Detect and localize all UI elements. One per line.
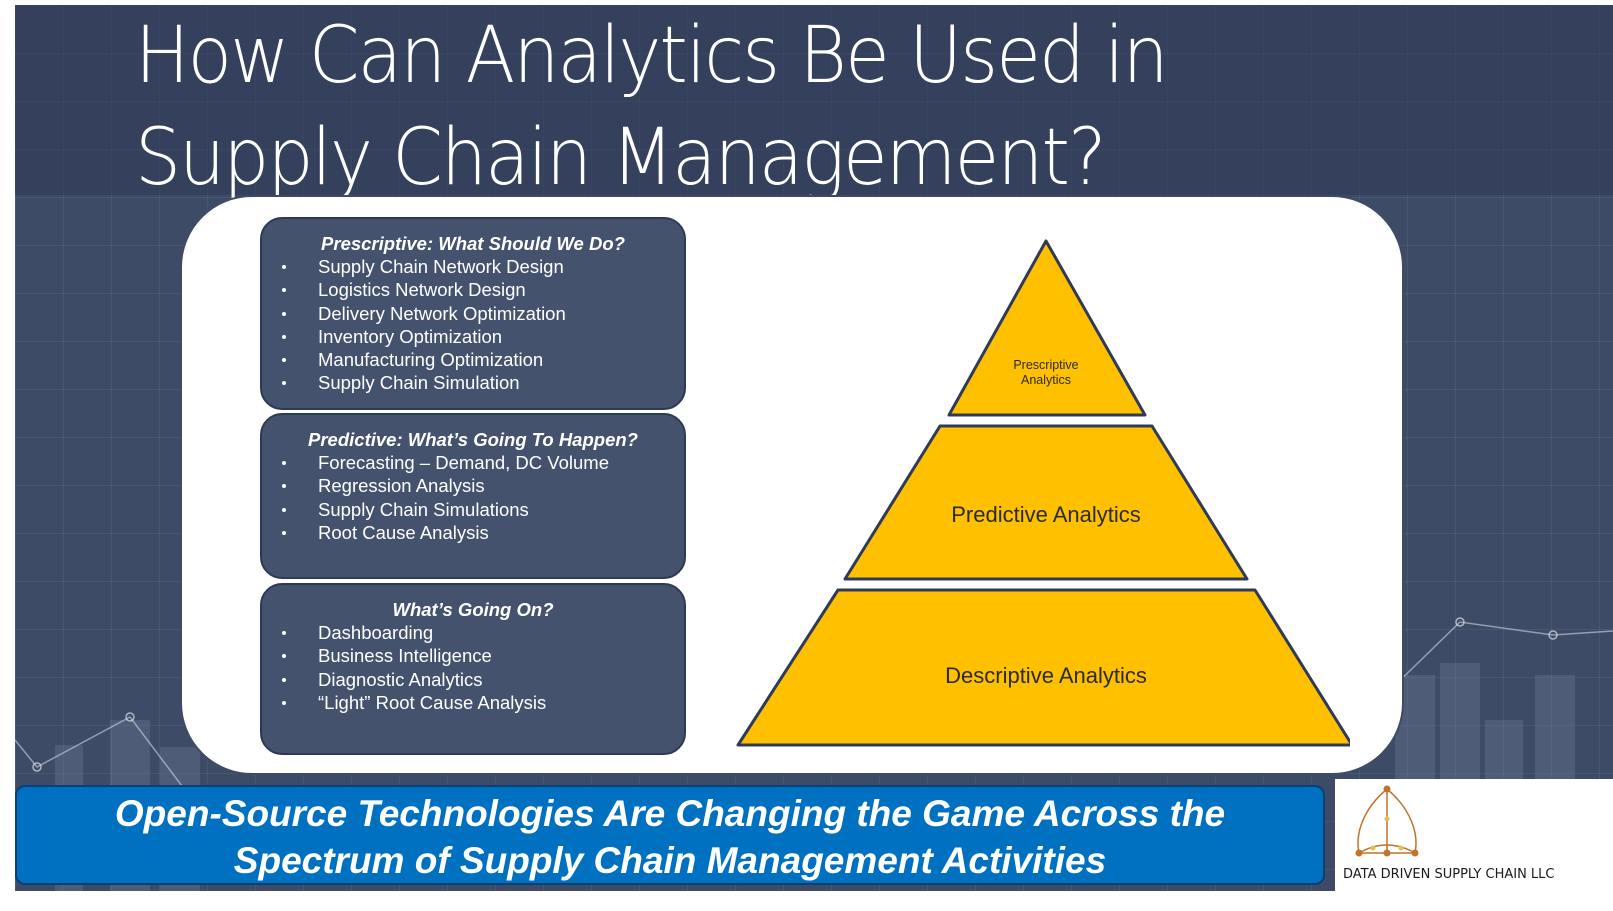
bullet-icon	[282, 358, 286, 363]
prescriptive-list: Supply Chain Network Design Logistics Ne…	[262, 255, 684, 395]
list-item: “Light” Root Cause Analysis	[262, 691, 684, 714]
pyramid-tier-predictive	[843, 424, 1249, 581]
list-item: Logistics Network Design	[262, 278, 684, 301]
list-item: Supply Chain Simulation	[262, 371, 684, 394]
list-item-label: Business Intelligence	[318, 645, 492, 667]
prescriptive-box: Prescriptive: What Should We Do? Supply …	[260, 217, 686, 410]
list-item-label: Manufacturing Optimization	[318, 349, 544, 371]
logo-text: DATA DRIVEN SUPPLY CHAIN LLC	[1343, 867, 1555, 882]
bullet-icon	[282, 311, 286, 316]
list-item-label: “Light” Root Cause Analysis	[318, 691, 547, 713]
list-item: Manufacturing Optimization	[262, 348, 684, 371]
prescriptive-heading: Prescriptive: What Should We Do?	[321, 233, 625, 254]
bullet-icon	[282, 461, 286, 465]
pyramid-tier-prescriptive	[947, 239, 1147, 417]
banner-line-1: Open-Source Technologies Are Changing th…	[114, 793, 1226, 834]
bottom-banner: Open-Source Technologies Are Changing th…	[15, 785, 1325, 885]
list-item: Root Cause Analysis	[262, 521, 684, 544]
list-item-label: Diagnostic Analytics	[318, 668, 483, 690]
list-item-label: Forecasting – Demand, DC Volume	[318, 452, 609, 473]
bullet-icon	[282, 334, 286, 339]
predictive-heading: Predictive: What’s Going To Happen?	[308, 429, 638, 450]
bullet-icon	[282, 700, 286, 705]
bullet-icon	[282, 631, 286, 635]
list-item-label: Delivery Network Optimization	[318, 302, 566, 324]
predictive-box: Predictive: What’s Going To Happen? Fore…	[260, 413, 686, 579]
list-item: Delivery Network Optimization	[262, 302, 684, 325]
list-item-label: Dashboarding	[318, 622, 434, 643]
descriptive-heading: What’s Going On?	[392, 599, 554, 620]
bullet-icon	[282, 654, 286, 659]
slide-title-line-1: How Can Analytics Be Used in	[135, 11, 1169, 101]
list-item: Dashboarding	[262, 621, 684, 644]
pyramid-label-prescriptive-line-2: Analytics	[1021, 373, 1071, 387]
company-logo: DATA DRIVEN SUPPLY CHAIN LLC	[1335, 779, 1613, 891]
list-item: Forecasting – Demand, DC Volume	[262, 451, 684, 474]
list-item: Diagnostic Analytics	[262, 668, 684, 691]
list-item: Inventory Optimization	[262, 325, 684, 348]
list-item: Regression Analysis	[262, 474, 684, 497]
pyramid-label-predictive: Predictive Analytics	[951, 502, 1141, 527]
bullet-icon	[282, 381, 286, 386]
list-item-label: Root Cause Analysis	[318, 521, 489, 543]
bullet-icon	[282, 484, 286, 489]
bullet-icon	[282, 677, 286, 682]
bullet-icon	[282, 288, 286, 293]
network-logo-icon	[1355, 785, 1419, 857]
list-item-label: Inventory Optimization	[318, 325, 503, 347]
descriptive-list: Dashboarding Business Intelligence Diagn…	[262, 621, 684, 714]
pyramid-label-descriptive: Descriptive Analytics	[945, 663, 1147, 688]
list-item-label: Logistics Network Design	[318, 279, 526, 301]
bullet-icon	[282, 265, 286, 269]
predictive-list: Forecasting – Demand, DC Volume Regressi…	[262, 451, 684, 544]
banner-line-2: Spectrum of Supply Chain Management Acti…	[233, 840, 1107, 881]
list-item-label: Supply Chain Simulations	[318, 498, 529, 520]
slide-title-line-2: Supply Chain Management?	[135, 113, 1107, 203]
list-item: Business Intelligence	[262, 644, 684, 667]
title-band	[15, 5, 1613, 195]
descriptive-box: What’s Going On? Dashboarding Business I…	[260, 583, 686, 755]
bullet-icon	[282, 530, 286, 535]
list-item-label: Regression Analysis	[318, 475, 485, 497]
bullet-icon	[282, 507, 286, 512]
list-item-label: Supply Chain Simulation	[318, 372, 520, 394]
pyramid-tier-descriptive	[736, 588, 1350, 747]
list-item: Supply Chain Simulations	[262, 498, 684, 521]
list-item: Supply Chain Network Design	[262, 255, 684, 278]
list-item-label: Supply Chain Network Design	[318, 256, 564, 277]
pyramid-label-prescriptive-line-1: Prescriptive	[1013, 358, 1078, 372]
analytics-pyramid: Prescriptive Analytics Predictive Analyt…	[736, 239, 1350, 747]
